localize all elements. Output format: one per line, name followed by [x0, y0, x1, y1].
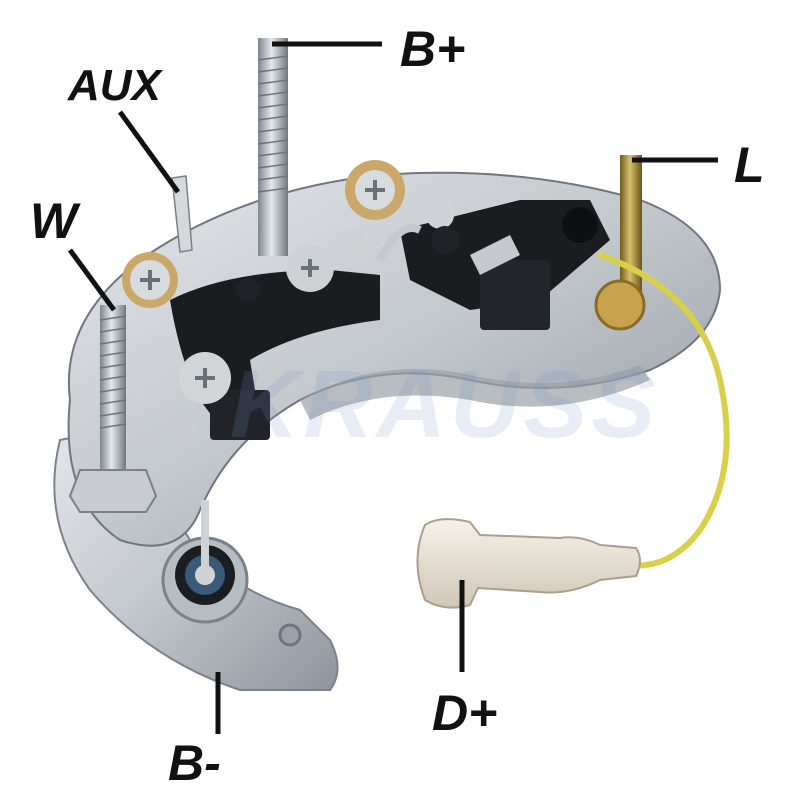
b-minus-pin [201, 500, 209, 570]
screw-head [343, 228, 367, 252]
l-stud-washer [594, 279, 646, 331]
brand-watermark: KRAUSS [230, 351, 660, 458]
label-d-plus: D+ [432, 685, 498, 741]
w-stud [100, 305, 126, 490]
label-l: L [734, 137, 765, 193]
screw-head [286, 244, 334, 292]
b-plus-stud [258, 38, 288, 256]
diode-terminal [431, 226, 459, 254]
screw-head [179, 352, 231, 404]
black-insulator [210, 390, 270, 440]
aux-tab [171, 175, 193, 253]
screw-head [426, 201, 454, 229]
mount-hole [562, 207, 598, 243]
solder-tab [376, 224, 422, 262]
inner-arc-shadow [300, 365, 650, 420]
leader-line-w [67, 248, 117, 312]
solder-tab [470, 235, 520, 275]
label-w: W [30, 193, 78, 249]
yellow-wire [597, 252, 730, 569]
screw-head [122, 252, 178, 308]
label-b-plus: B+ [400, 21, 466, 77]
label-aux: AUX [68, 61, 161, 110]
w-stud-nut [68, 469, 158, 513]
diode-terminal [236, 278, 260, 302]
mount-hole [278, 623, 302, 647]
black-insulator [480, 260, 550, 330]
label-b-minus: B- [168, 735, 221, 791]
d-plus-connector [416, 518, 641, 609]
diode-terminal [176, 420, 196, 440]
leader-line-aux [117, 110, 181, 194]
screw-head [345, 160, 405, 220]
